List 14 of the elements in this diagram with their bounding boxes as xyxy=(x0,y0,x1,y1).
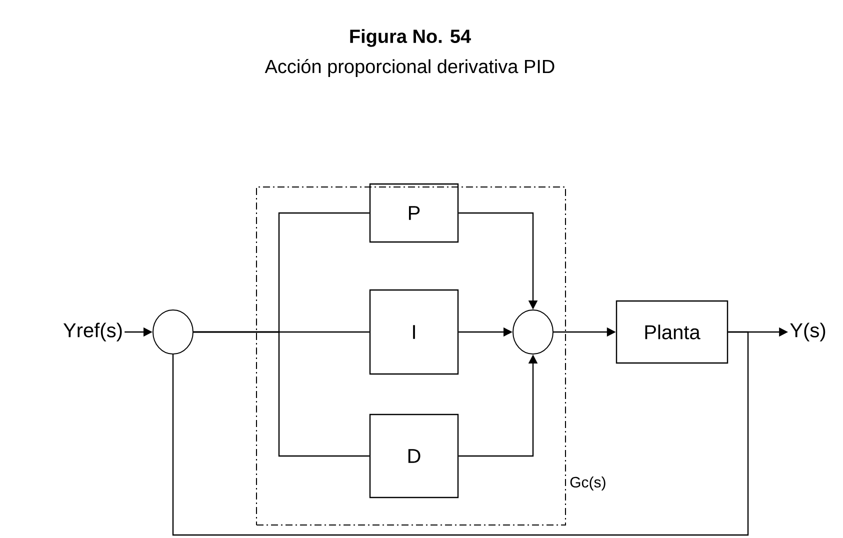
block: Planta xyxy=(616,300,728,364)
box-label: Gc(s) xyxy=(570,476,606,490)
caption: Acción proporcional derivativa PID xyxy=(264,59,554,77)
block: P xyxy=(369,183,459,243)
block: D xyxy=(369,414,459,498)
summing-junction xyxy=(152,310,194,354)
connector-line xyxy=(172,331,749,536)
connector-line xyxy=(194,331,370,457)
dashed-box xyxy=(256,186,606,526)
title: Figura No. 54 xyxy=(350,29,471,47)
signal-label: Yref(s) xyxy=(63,322,122,342)
signal-label: Y(s) xyxy=(790,322,826,342)
summing-junction xyxy=(512,310,554,354)
block: I xyxy=(369,289,459,375)
